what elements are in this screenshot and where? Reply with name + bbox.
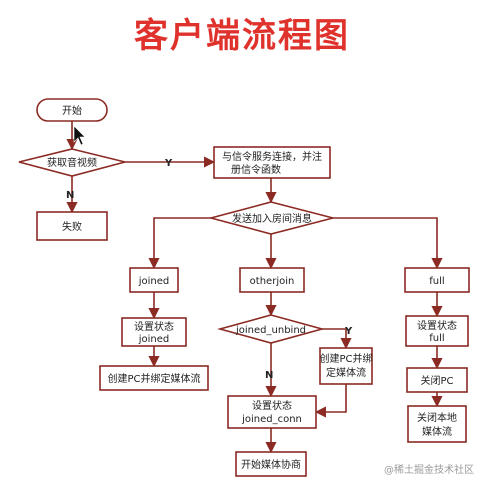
page-title: 客户端流程图 [134, 16, 350, 56]
node-start: 开始 [62, 104, 82, 117]
node-set-full-line2: full [429, 333, 444, 344]
node-close-local-line1: 关闭本地 [417, 411, 457, 424]
node-bottom-shape [235, 451, 307, 477]
edge-send-join-to-joined [148, 217, 211, 270]
edge-label-no-fail: N [66, 190, 74, 201]
edge-send-join-to-full [333, 217, 443, 270]
node-set-conn-line1: 设置状态 [252, 399, 292, 412]
cursor-icon [73, 125, 86, 146]
node-joined-shape [129, 267, 179, 293]
node-send-join: 发送加入房间消息 [232, 212, 312, 225]
node-set-full-line1: 设置状态 [417, 319, 457, 332]
node-connect-shape [213, 146, 331, 179]
node-close-pc: 关闭PC [420, 374, 453, 387]
watermark: @稀土掘金技术社区 [384, 465, 474, 476]
node-connect-line1: 与信令服务连接，并注 [222, 150, 322, 163]
node-close-local-shape [407, 405, 467, 443]
node-create-pc-left: 创建PC并绑定媒体流 [107, 372, 200, 385]
node-otherjoin-shape [239, 267, 305, 293]
node-unbind: joined_unbind [235, 325, 306, 336]
node-get-media: 获取音视频 [47, 156, 97, 169]
node-send-join-shape [207, 201, 334, 235]
node-fail-shape [36, 211, 108, 241]
node-joined: joined [138, 276, 170, 287]
node-close-local-line2: 媒体流 [422, 425, 452, 438]
node-get-media-shape [18, 148, 126, 177]
node-set-joined-line1: 设置状态 [134, 320, 174, 333]
node-start-shape [36, 98, 108, 122]
edge-label-yes-connect: Y [164, 158, 173, 169]
node-connect-line2: 册信令函数 [231, 163, 281, 176]
node-set-joined-shape [121, 317, 187, 347]
node-create-pc-mid-line2: 定媒体流 [326, 366, 366, 379]
edge-unbind-to-create-pc-mid [322, 328, 352, 350]
node-otherjoin: otherjoin [250, 276, 295, 287]
node-set-conn-shape [227, 395, 317, 429]
node-fail: 失败 [62, 220, 82, 233]
edge-label-no-conn: N [265, 370, 273, 381]
node-set-joined-line2: joined [138, 334, 170, 345]
node-create-pc-left-shape [99, 365, 209, 391]
flow-edges [66, 121, 443, 454]
node-set-full-shape [405, 315, 469, 347]
node-create-pc-mid-line1: 创建PC并绑 [319, 352, 372, 365]
node-set-conn-line2: joined_conn [241, 414, 302, 425]
node-bottom: 开始媒体协商 [241, 458, 301, 471]
node-unbind-shape [216, 314, 326, 344]
node-close-pc-shape [406, 367, 468, 393]
node-full-shape [404, 267, 470, 293]
edge-label-yes-mid: Y [344, 326, 353, 337]
node-full: full [429, 276, 444, 287]
edge-create-pc-mid-to-set-conn [314, 384, 347, 418]
node-create-pc-mid-shape [319, 347, 373, 385]
